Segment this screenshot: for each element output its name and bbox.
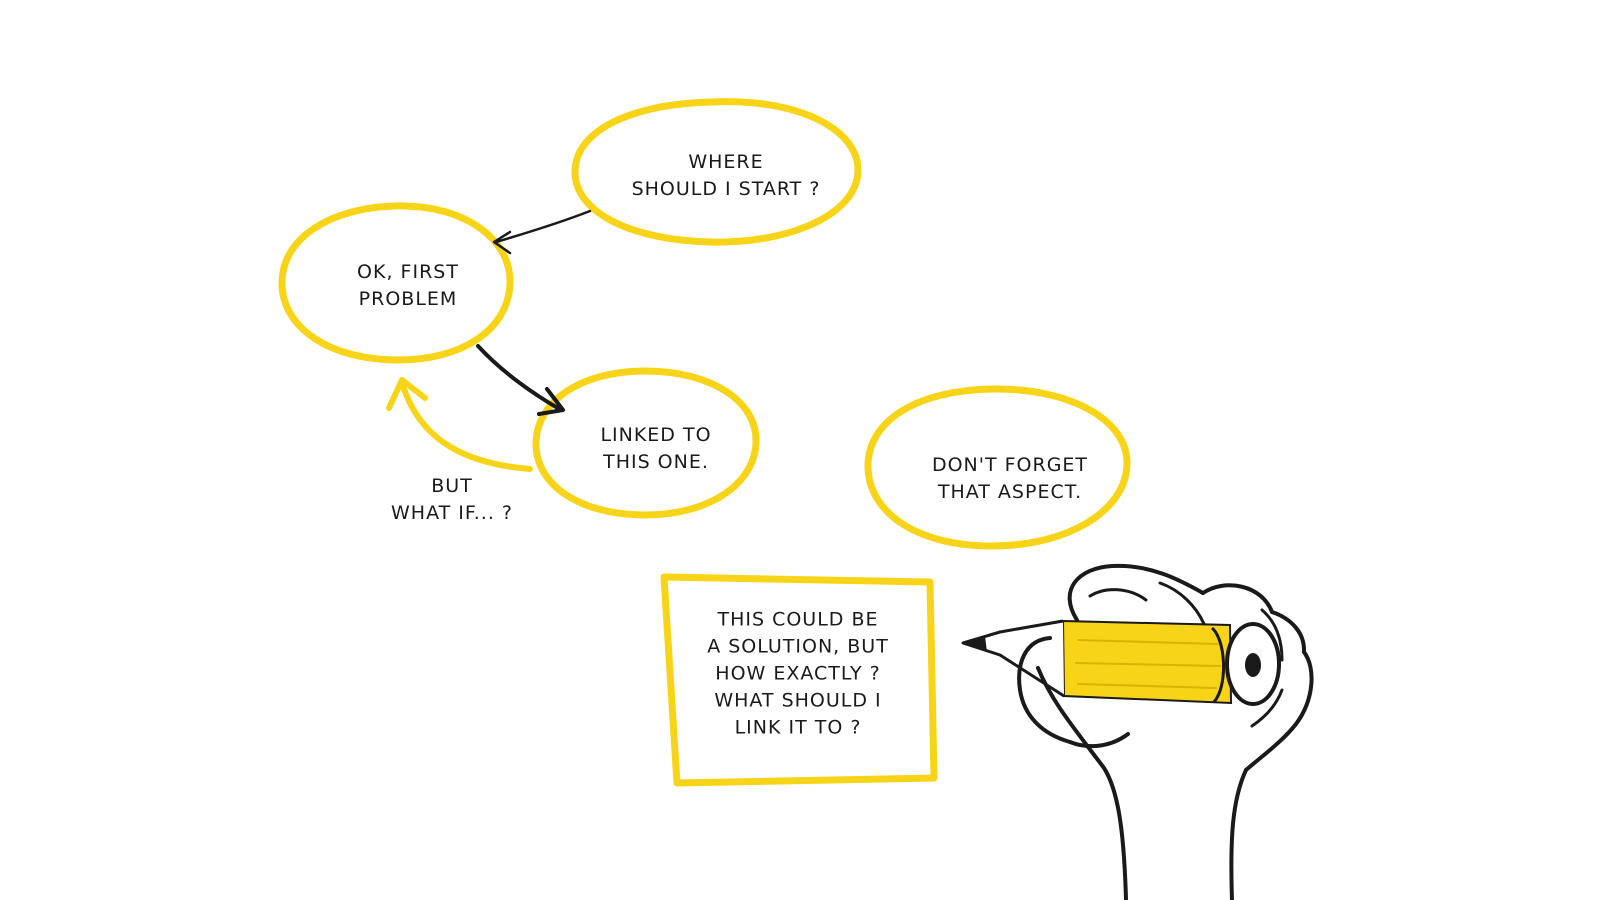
node-solution-line: HOW EXACTLY ? bbox=[715, 662, 881, 685]
node-solution: THIS COULD BE A SOLUTION, BUT HOW EXACTL… bbox=[707, 607, 889, 742]
arrow-start-to-first-problem bbox=[494, 209, 592, 244]
hand-holding-pencil-icon bbox=[961, 563, 1314, 900]
node-outline-solution bbox=[660, 573, 938, 787]
arrow-head-first-problem-to-linked bbox=[537, 387, 565, 416]
annotation-what-if: BUT WHAT IF... ? bbox=[391, 473, 513, 527]
node-start: WHERE SHOULD I START ? bbox=[632, 149, 821, 203]
node-first-problem: OK, FIRST PROBLEM bbox=[357, 259, 459, 313]
node-aspect-line: THAT ASPECT. bbox=[937, 481, 1083, 503]
node-linked: LINKED TO THIS ONE. bbox=[600, 422, 711, 476]
arrow-head-linked-to-first-problem bbox=[386, 377, 428, 411]
node-start-line: WHERE bbox=[688, 151, 764, 173]
node-solution-line: WHAT SHOULD I bbox=[714, 689, 882, 712]
node-solution-line: LINK IT TO ? bbox=[734, 716, 862, 739]
node-aspect-line: DON'T FORGET bbox=[931, 454, 1089, 476]
arrow-first-problem-to-linked bbox=[476, 344, 563, 412]
node-linked-line: LINKED TO bbox=[600, 424, 712, 446]
node-first-problem-line: PROBLEM bbox=[358, 288, 458, 310]
node-start-line: SHOULD I START ? bbox=[631, 178, 821, 200]
annotation-what-if-line: WHAT IF... ? bbox=[391, 502, 513, 524]
node-outline-linked bbox=[532, 367, 760, 519]
node-linked-line: THIS ONE. bbox=[603, 451, 709, 473]
node-outline-aspect bbox=[864, 385, 1131, 550]
node-aspect: DON'T FORGET THAT ASPECT. bbox=[932, 452, 1088, 506]
arrow-head-start-to-first-problem bbox=[492, 230, 512, 255]
node-solution-line: THIS COULD BE bbox=[717, 608, 879, 631]
arrow-linked-to-first-problem bbox=[400, 383, 533, 472]
node-outline-start bbox=[571, 98, 862, 246]
node-first-problem-line: OK, FIRST bbox=[357, 261, 459, 283]
annotation-what-if-line: BUT bbox=[431, 475, 473, 497]
node-solution-line: A SOLUTION, BUT bbox=[707, 635, 889, 658]
